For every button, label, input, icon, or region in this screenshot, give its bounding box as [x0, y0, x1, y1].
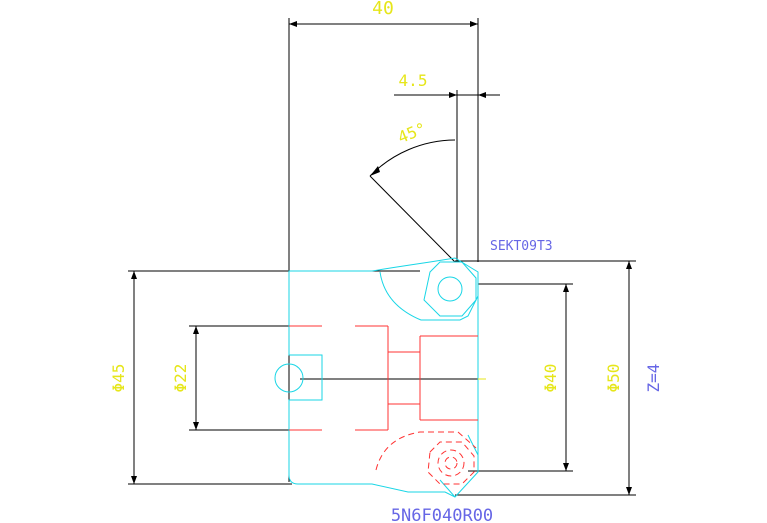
dim-dia-40: Φ40	[541, 364, 560, 393]
dim-chamfer: 4.5	[399, 71, 428, 90]
dim-teeth-count: Z=4	[644, 364, 663, 393]
dim-dia-22: Φ22	[171, 364, 190, 393]
dim-dia-45: Φ45	[109, 364, 128, 393]
dimension-lines	[128, 18, 636, 496]
hidden-lines	[289, 325, 478, 485]
dim-angle: 45°	[395, 119, 429, 147]
cutter-outline	[274, 257, 479, 498]
insert-label: SEKT09T3	[490, 239, 553, 254]
arrowheads	[131, 21, 632, 495]
dim-dia-50: Φ50	[604, 364, 623, 393]
part-number: 5N6F040R00	[391, 506, 493, 523]
dim-overall-length: 40	[372, 0, 394, 19]
